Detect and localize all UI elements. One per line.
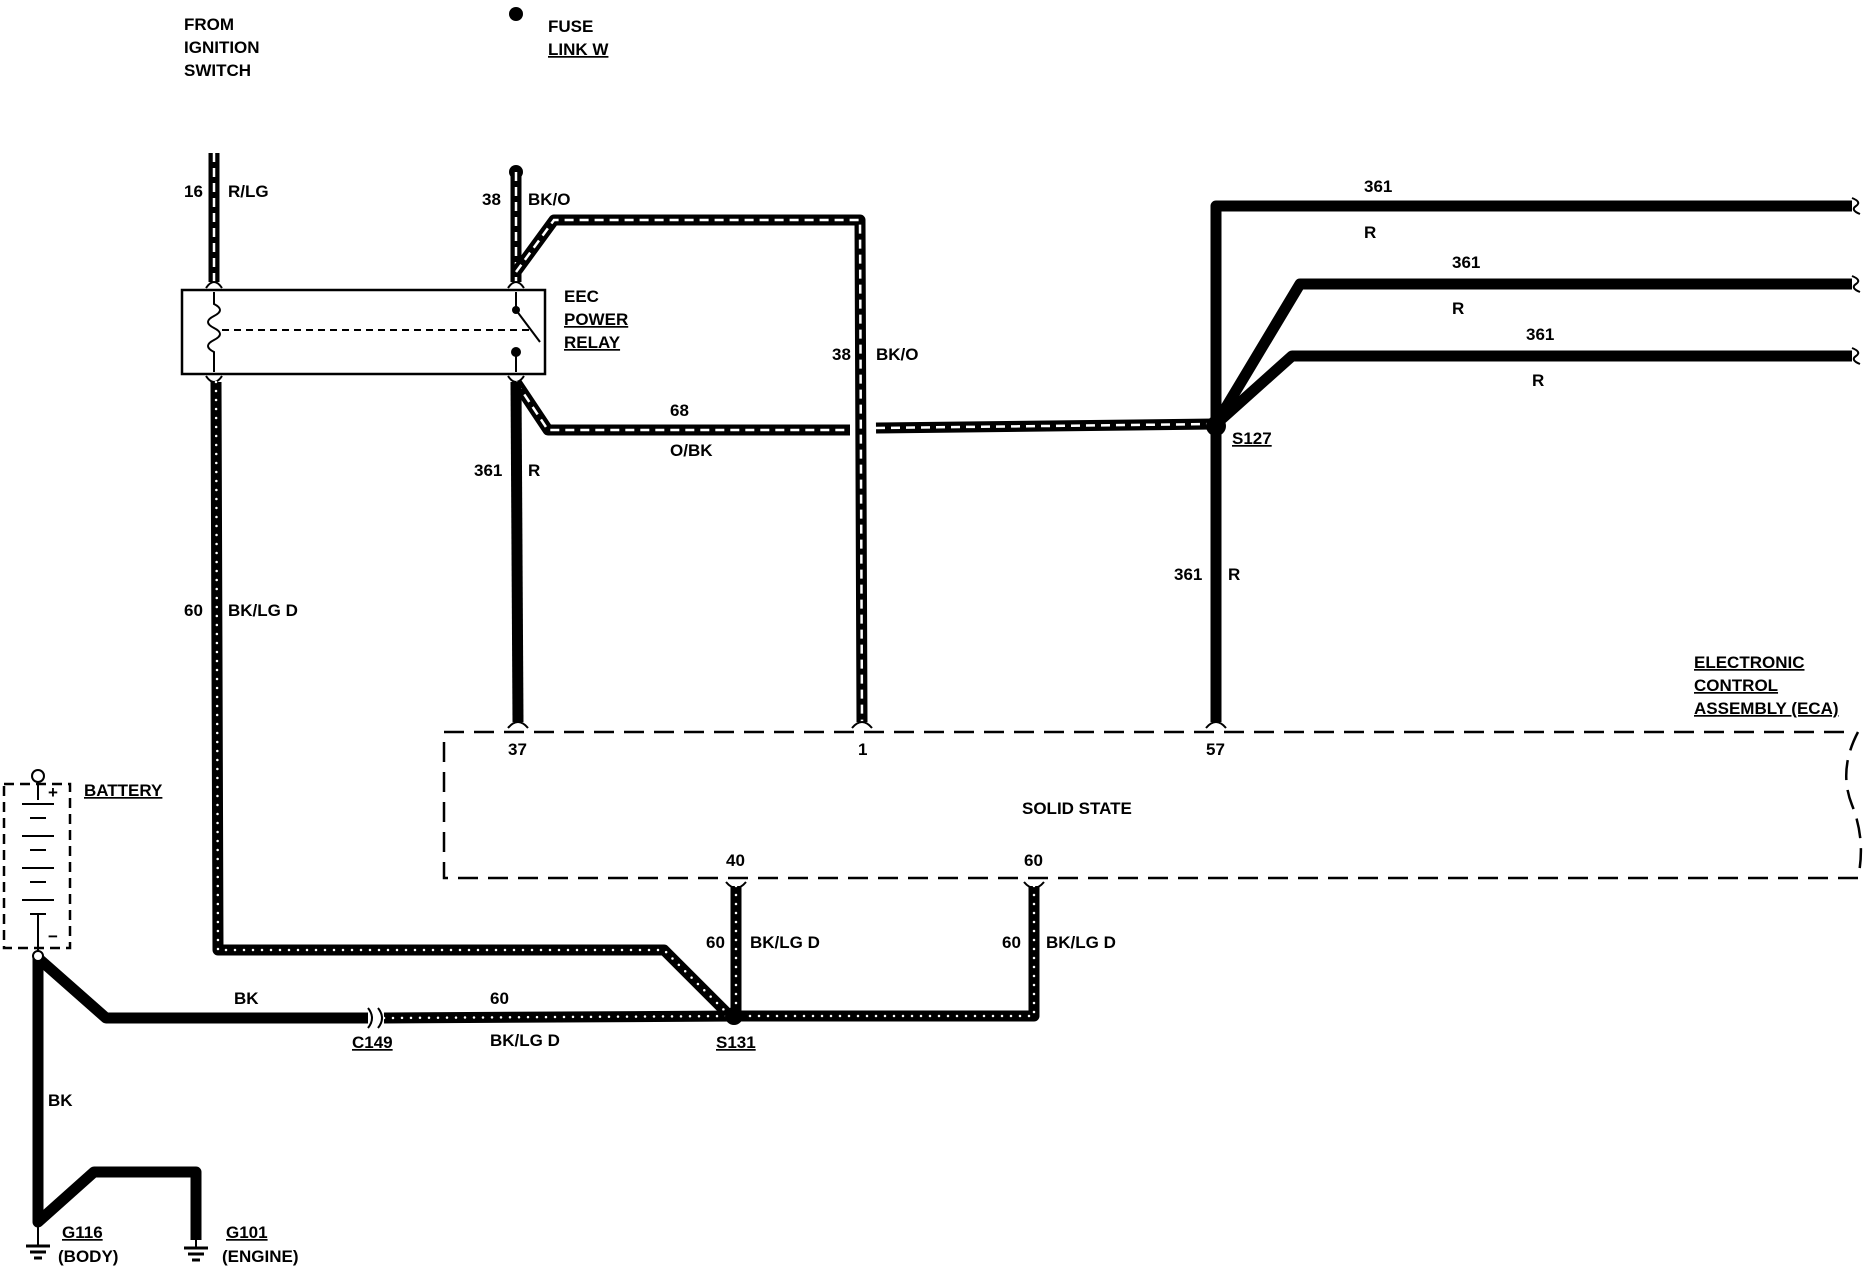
wire-38-fuse-color: BK/O (528, 190, 571, 209)
out3-end (1851, 347, 1861, 365)
out2-number: 361 (1452, 253, 1480, 272)
eca-label-3: ASSEMBLY (ECA) (1694, 699, 1839, 718)
wire-60-bklg-pin60 (734, 884, 1040, 1022)
wire-60-relay-color: BK/LG D (228, 601, 298, 620)
splice-s131 (725, 1007, 743, 1025)
relay-terminal-top-right (507, 281, 525, 289)
splice-s127-label: S127 (1232, 429, 1272, 448)
ground-g101-location: (ENGINE) (222, 1247, 299, 1266)
wire-361-pin37-color: R (528, 461, 540, 480)
pin-60-label: 60 (1024, 851, 1043, 870)
fuse-link-label-1: FUSE (548, 17, 593, 36)
pin-1-label: 1 (858, 740, 867, 759)
eca-box-break (1845, 731, 1863, 879)
wire-60-pin60-number: 60 (1002, 933, 1021, 952)
out3-color: R (1532, 371, 1544, 390)
relay-terminal-top-left (205, 281, 223, 289)
wire-60-bottom-number: 60 (490, 989, 509, 1008)
out2-end (1851, 275, 1861, 293)
relay-coil (207, 292, 221, 372)
wire-68-color: O/BK (670, 441, 713, 460)
wire-68-obk (511, 378, 1215, 436)
splice-s127 (1206, 416, 1226, 436)
wire-361-r-out3 (1212, 350, 1852, 429)
eec-power-relay (180, 288, 547, 376)
battery (2, 769, 72, 962)
relay-label-2: POWER (564, 310, 628, 329)
wire-361-r-out1 (1210, 200, 1852, 424)
wire-bk-top-label: BK (234, 989, 259, 1008)
out3-number: 361 (1526, 325, 1554, 344)
wire-60-relay-number: 60 (184, 601, 203, 620)
from-ignition-label-2: IGNITION (184, 38, 260, 57)
relay-label-1: EEC (564, 287, 599, 306)
eca-label-1: ELECTRONIC (1694, 653, 1805, 672)
ground-g116-label: G116 (62, 1223, 103, 1242)
relay-contact (511, 292, 541, 372)
eca-pin57-terminal (1205, 721, 1227, 729)
wire-60-pin40-color: BK/LG D (750, 933, 820, 952)
battery-label: BATTERY (84, 781, 163, 800)
wire-16-number: 16 (184, 182, 203, 201)
wire-361-r-pin37 (510, 381, 524, 723)
fuse-link-terminal (509, 7, 523, 21)
eca-pin37-terminal (507, 721, 529, 729)
battery-positive: + (48, 783, 58, 802)
eca-box (442, 730, 1858, 880)
wire-60-bklg-relay (210, 380, 734, 1020)
from-ignition-label-1: FROM (184, 15, 234, 34)
ground-g101-label: G101 (226, 1223, 268, 1242)
wire-361-pin57-number: 361 (1174, 565, 1202, 584)
wire-bk-battery (34, 953, 368, 1024)
eca-label-2: CONTROL (1694, 676, 1778, 695)
wire-38-fuse-number: 38 (482, 190, 501, 209)
wire-bk-ground (32, 958, 202, 1240)
eca-pin1-terminal (851, 721, 873, 729)
eca-solid-state: SOLID STATE (1022, 799, 1132, 818)
wire-38-bko-eca (511, 214, 868, 723)
wire-38-eca-number: 38 (832, 345, 851, 364)
wire-361-r-out2 (1211, 278, 1852, 427)
wire-60-pin60-color: BK/LG D (1046, 933, 1116, 952)
out1-number: 361 (1364, 177, 1392, 196)
ground-g116-location: (BODY) (58, 1247, 118, 1266)
wire-bk-left-label: BK (48, 1091, 73, 1110)
out2-color: R (1452, 299, 1464, 318)
connector-c149 (367, 1007, 383, 1029)
wire-60-bottom-color: BK/LG D (490, 1031, 560, 1050)
ground-g101-symbol (184, 1236, 208, 1262)
battery-negative: − (48, 927, 58, 946)
relay-terminal-bottom-left (205, 375, 223, 383)
connector-c149-label: C149 (352, 1033, 393, 1052)
relay-label-3: RELAY (564, 333, 621, 352)
ground-g116-symbol (26, 1222, 50, 1260)
wire-60-bklg-bottom (382, 1010, 738, 1024)
wire-68-number: 68 (670, 401, 689, 420)
wire-16-color: R/LG (228, 182, 269, 201)
pin-37-label: 37 (508, 740, 527, 759)
wire-361-pin57-color: R (1228, 565, 1240, 584)
wire-60-pin40-number: 60 (706, 933, 725, 952)
fuse-link-label-2: LINK W (548, 40, 609, 59)
splice-s131-label: S131 (716, 1033, 756, 1052)
out1-color: R (1364, 223, 1376, 242)
pin-40-label: 40 (726, 851, 745, 870)
pin-57-label: 57 (1206, 740, 1225, 759)
from-ignition-label-3: SWITCH (184, 61, 251, 80)
out1-end (1851, 197, 1861, 215)
wire-38-eca-color: BK/O (876, 345, 919, 364)
wire-361-pin37-number: 361 (474, 461, 502, 480)
